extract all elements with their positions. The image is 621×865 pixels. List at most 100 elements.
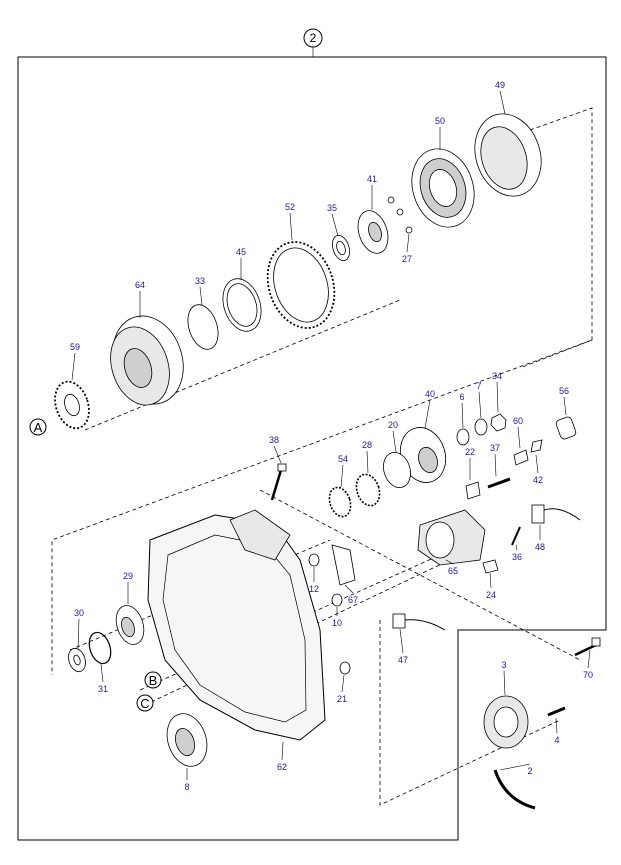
ring-45 — [222, 278, 262, 332]
part-callout-35[interactable]: 35 — [327, 203, 337, 213]
leader-line-62 — [281, 741, 284, 761]
part-callout-52[interactable]: 52 — [285, 202, 295, 212]
part-callout-37[interactable]: 37 — [490, 443, 500, 453]
part-callout-29[interactable]: 29 — [123, 571, 133, 581]
reference-c[interactable]: C — [136, 694, 154, 712]
bolt-4 — [547, 706, 566, 717]
part-callout-64[interactable]: 64 — [135, 280, 145, 290]
leader-line-37 — [494, 453, 497, 477]
plug-10 — [331, 593, 343, 607]
nut-34 — [490, 413, 507, 432]
bearing-race-49 — [474, 113, 542, 197]
part-callout-36[interactable]: 36 — [512, 552, 522, 562]
part-callout-10[interactable]: 10 — [332, 618, 342, 628]
leader-line-52 — [289, 212, 293, 241]
part-callout-42[interactable]: 42 — [533, 475, 543, 485]
part-callout-6[interactable]: 6 — [459, 392, 464, 402]
sprocket-52 — [266, 241, 336, 329]
leader-line-21 — [341, 674, 345, 693]
part-callout-48[interactable]: 48 — [535, 542, 545, 552]
gear-59 — [54, 380, 90, 430]
leader-line-33 — [199, 286, 203, 306]
bracket-22 — [465, 481, 481, 500]
part-callout-62[interactable]: 62 — [277, 762, 287, 772]
part-callout-70[interactable]: 70 — [583, 670, 593, 680]
bolt-70 — [574, 637, 601, 657]
part-callout-22[interactable]: 22 — [465, 447, 475, 457]
part-callout-45[interactable]: 45 — [236, 247, 246, 257]
bolt-38 — [270, 463, 287, 501]
part-callout-30[interactable]: 30 — [74, 608, 84, 618]
part-callout-49[interactable]: 49 — [495, 80, 505, 90]
part-callout-41[interactable]: 41 — [367, 174, 377, 184]
part-callout-2[interactable]: 2 — [527, 766, 532, 776]
part-callout-38[interactable]: 38 — [269, 435, 279, 445]
reference-a[interactable]: A — [29, 418, 47, 436]
bolt-37 — [487, 477, 511, 489]
part-callout-65[interactable]: 65 — [448, 566, 458, 576]
sensor-47 — [392, 613, 446, 631]
leader-line-42 — [535, 454, 539, 474]
leader-line-65 — [445, 559, 454, 565]
clip-24 — [482, 559, 499, 574]
part-callout-4[interactable]: 4 — [554, 735, 559, 745]
cap-56 — [555, 416, 577, 440]
snap-ring-33 — [187, 304, 219, 350]
part-callout-31[interactable]: 31 — [98, 684, 108, 694]
part-callout-60[interactable]: 60 — [513, 416, 523, 426]
leader-line-27 — [406, 233, 410, 253]
part-callout-59[interactable]: 59 — [70, 342, 80, 352]
shift-motor-65 — [417, 509, 486, 566]
part-callout-54[interactable]: 54 — [338, 454, 348, 464]
plug-12 — [308, 553, 320, 567]
pipe-2 — [493, 769, 536, 810]
leader-line-59 — [71, 352, 76, 381]
part-callout-56[interactable]: 56 — [559, 386, 569, 396]
steel-balls-27 — [387, 196, 413, 234]
reference-b[interactable]: B — [144, 671, 162, 689]
spacer-20 — [383, 452, 411, 488]
part-callout-40[interactable]: 40 — [425, 389, 435, 399]
transfer-case-62 — [147, 509, 326, 741]
part-callout-20[interactable]: 20 — [388, 420, 398, 430]
bracket-67 — [331, 544, 356, 586]
bearing-29 — [115, 605, 145, 645]
washer-30 — [68, 647, 86, 673]
leader-line-49 — [499, 90, 506, 115]
reference-a-label: A — [34, 420, 43, 435]
part-callout-24[interactable]: 24 — [486, 590, 496, 600]
leader-line-67 — [344, 584, 354, 594]
seal-6 — [456, 428, 470, 446]
part-callout-33[interactable]: 33 — [195, 276, 205, 286]
leader-line-28 — [366, 450, 369, 474]
leader-line-2 — [499, 763, 531, 771]
reference-c-label: C — [140, 696, 149, 711]
leader-line-4 — [555, 717, 558, 734]
leader-line-36 — [515, 544, 518, 551]
washer-7 — [474, 418, 488, 436]
part-callout-3[interactable]: 3 — [501, 660, 506, 670]
leader-line-54 — [340, 464, 344, 488]
leader-line-35 — [331, 213, 339, 237]
part-callout-34[interactable]: 34 — [492, 371, 502, 381]
leader-line-60 — [517, 426, 521, 449]
snap-ring-35 — [331, 234, 351, 262]
part-callout-8[interactable]: 8 — [184, 782, 189, 792]
flange-40 — [399, 427, 447, 483]
part-callout-12[interactable]: 12 — [309, 584, 319, 594]
part-callout-7[interactable]: 7 — [476, 381, 481, 391]
part-callout-27[interactable]: 27 — [402, 254, 412, 264]
breather-3 — [483, 695, 529, 749]
part-callout-67[interactable]: 67 — [348, 595, 358, 605]
drive-hub-64 — [110, 315, 184, 406]
group-number-callout[interactable]: 2 — [303, 28, 323, 57]
part-callout-50[interactable]: 50 — [435, 116, 445, 126]
part-callout-21[interactable]: 21 — [337, 694, 347, 704]
reference-b-label: B — [149, 673, 158, 688]
part-callout-28[interactable]: 28 — [362, 440, 372, 450]
leader-line-7 — [478, 391, 482, 419]
part-callout-47[interactable]: 47 — [398, 655, 408, 665]
bearing-8 — [166, 713, 208, 767]
